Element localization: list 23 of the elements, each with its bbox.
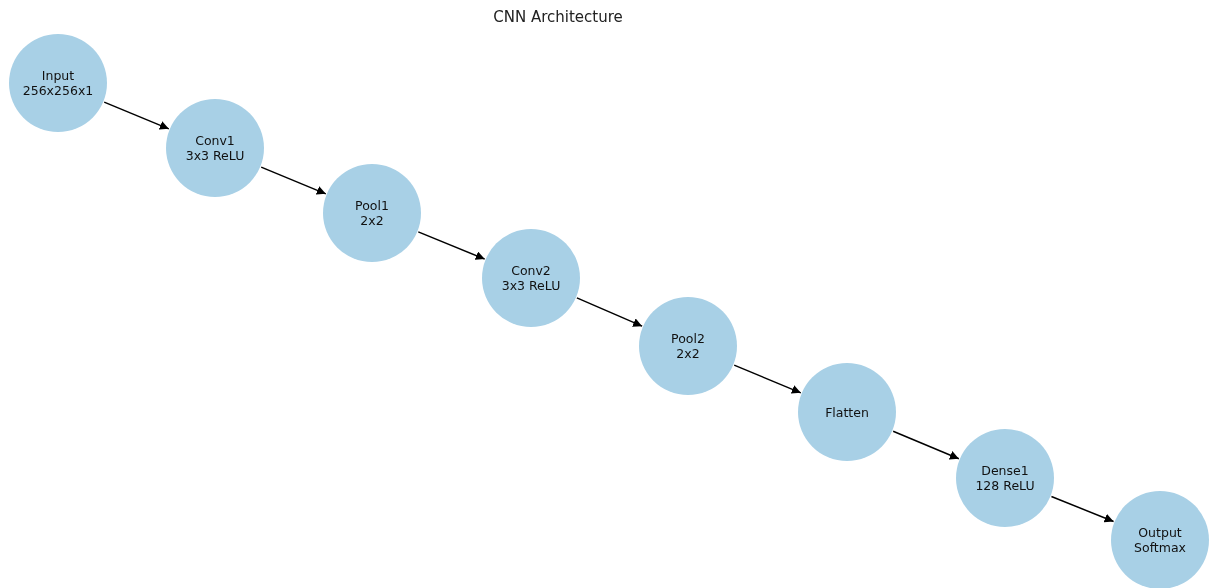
diagram-title: CNN Architecture	[492, 8, 624, 26]
arrow	[260, 166, 327, 195]
arrow	[103, 101, 170, 130]
layer-name: Pool1	[355, 198, 389, 213]
layer-name: Input	[41, 68, 75, 83]
layer-name: Conv2	[511, 263, 551, 278]
arrow	[1050, 495, 1115, 523]
layer-detail: 3x3 ReLU	[185, 148, 245, 163]
arrow	[576, 297, 643, 327]
layer-name: Output	[1138, 525, 1182, 540]
layer-detail: Softmax	[1134, 540, 1186, 555]
layer-detail: 2x2	[676, 346, 700, 361]
arrow	[733, 364, 802, 394]
arrow	[417, 231, 486, 260]
layer-detail: 3x3 ReLU	[501, 278, 561, 293]
arrow	[892, 430, 960, 460]
layer-detail: 256x256x1	[22, 83, 94, 98]
layer-name: Dense1	[981, 463, 1029, 478]
layer-detail: 128 ReLU	[975, 478, 1035, 493]
layer-name: Conv1	[195, 133, 235, 148]
layer-name: Pool2	[671, 331, 705, 346]
layer-detail: 2x2	[360, 213, 384, 228]
layer-name: Flatten	[825, 404, 869, 420]
